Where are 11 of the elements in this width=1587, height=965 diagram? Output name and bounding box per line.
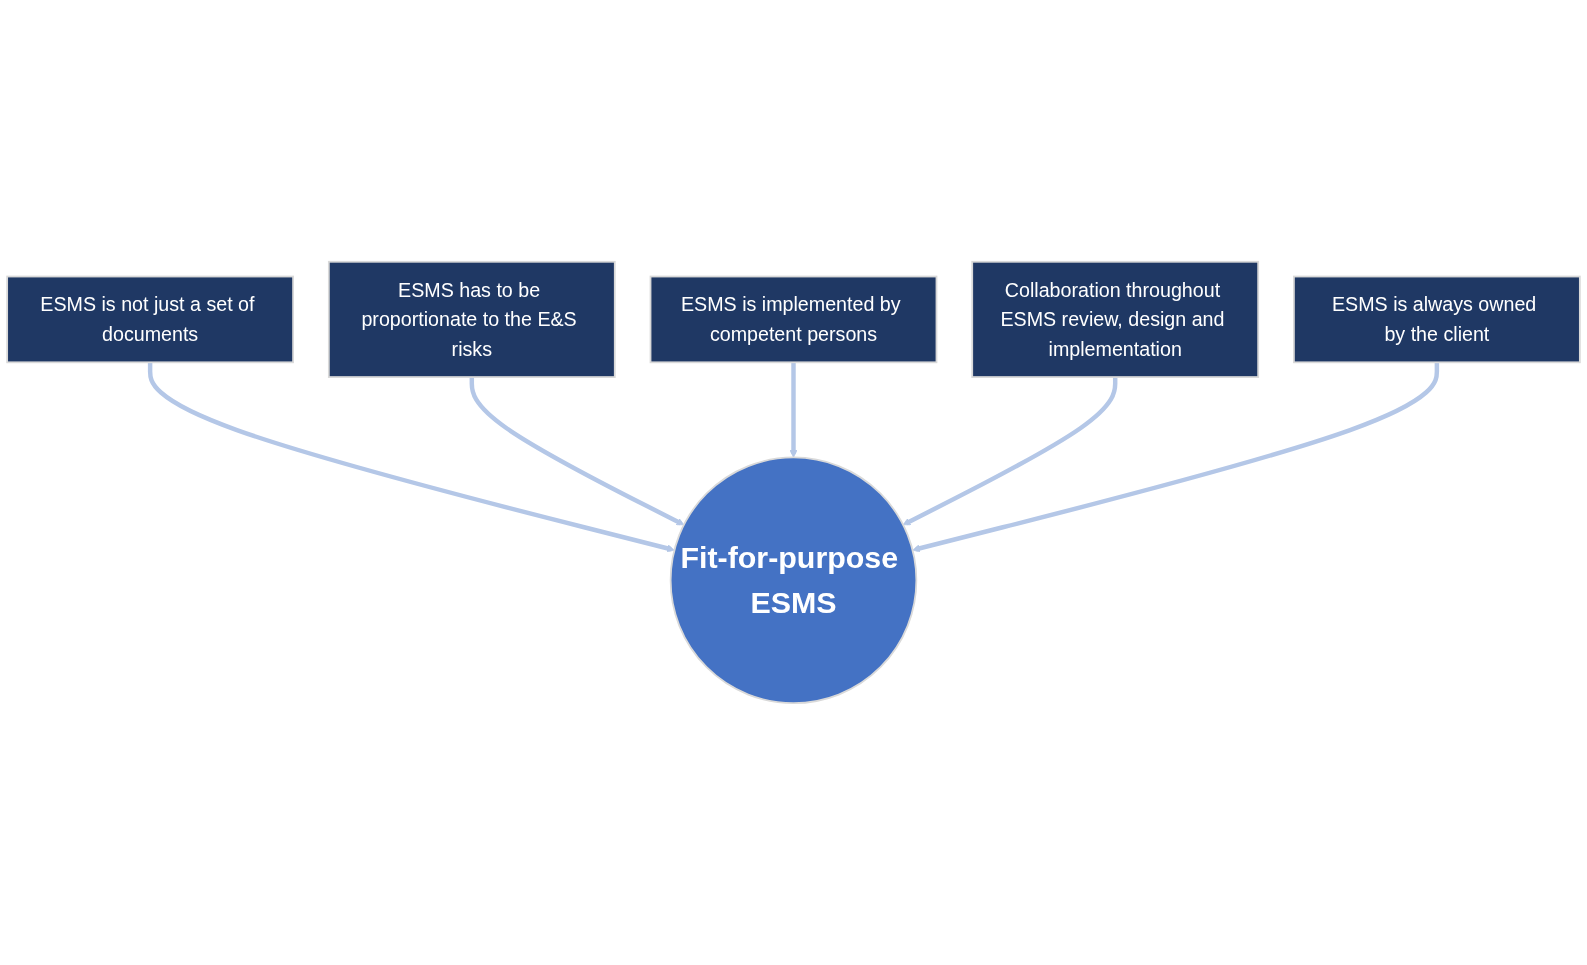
arrow (902, 377, 1118, 526)
node-circle: Fit-for-purpose ESMS (669, 456, 918, 705)
node-box: Collaboration throughout ESMS review, design and implementation (971, 260, 1260, 378)
node-box: ESMS is implemented by competent persons (649, 275, 938, 364)
arrow (912, 362, 1440, 553)
node-box: ESMS has to be proportionate to the E&S risks (327, 260, 616, 378)
arrow (147, 362, 675, 553)
node-box: ESMS is always owned by the client (1293, 275, 1581, 364)
arrow (789, 362, 798, 458)
arrow (469, 377, 685, 526)
node-box: ESMS is not just a set of documents (6, 275, 294, 364)
